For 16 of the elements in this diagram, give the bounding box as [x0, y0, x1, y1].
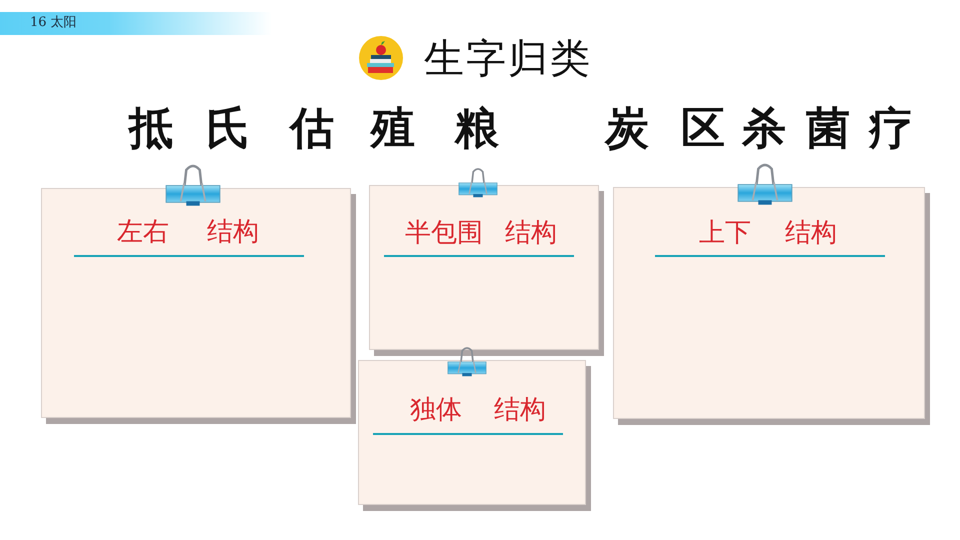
chinese-character: 粮 [455, 104, 499, 154]
chinese-character: 炭 [605, 104, 649, 154]
chinese-character: 疗 [869, 104, 913, 154]
chinese-character: 区 [681, 104, 725, 154]
chinese-character: 氏 [206, 104, 250, 154]
card-heading: 左右 结构 [116, 216, 260, 248]
chinese-character: 估 [290, 104, 334, 154]
chinese-character: 抵 [129, 104, 173, 154]
card-heading: 上下 结构 [698, 217, 838, 249]
slide-title: 生字归类 [424, 36, 592, 82]
chinese-character: 杀 [742, 104, 786, 154]
chinese-character: 菌 [806, 104, 850, 154]
card-heading: 半包围 结构 [404, 217, 558, 249]
lesson-title: 16 太阳 [30, 15, 77, 31]
card-heading: 独体 结构 [410, 394, 546, 426]
chinese-character: 殖 [371, 104, 415, 154]
